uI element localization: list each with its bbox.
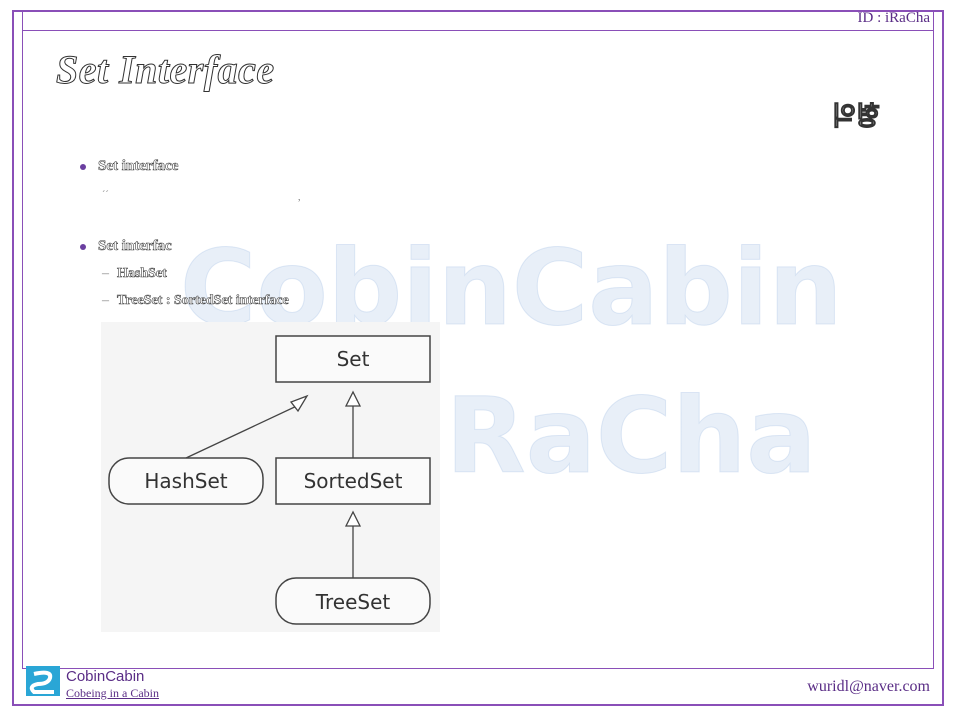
node-treeset: TreeSet <box>275 577 431 625</box>
node-set: Set <box>275 335 431 383</box>
frame-line-right <box>933 10 934 668</box>
bullet-text: Set interfac <box>98 238 172 255</box>
node-set-box <box>275 335 431 383</box>
node-hashset-label: HashSet <box>144 469 227 493</box>
id-label: ID : iRaCha <box>857 10 931 26</box>
frame-line-bottom <box>22 668 934 669</box>
frame-line-left <box>22 10 23 668</box>
bullet-text: Set interface <box>98 158 179 175</box>
diagram-svg: Set SortedSet HashSet TreeSet <box>108 335 431 625</box>
slide-frame <box>12 10 944 706</box>
node-sortedset-label: SortedSet <box>304 469 403 493</box>
footer-email: wuridl@naver.com <box>807 678 930 695</box>
node-sortedset: SortedSet <box>275 457 431 505</box>
brand-tagline: Cobeing in a Cabin <box>66 686 159 700</box>
node-treeset-label: TreeSet <box>315 590 391 614</box>
sub-bullet-item: –TreeSet : SortedSet interface <box>102 293 289 309</box>
class-hierarchy-diagram: Set SortedSet HashSet TreeSet <box>101 322 440 632</box>
bullet-item: Set interface <box>80 158 179 175</box>
slide-author: 형익 <box>832 102 881 133</box>
sub-bullet-text: HashSet <box>117 266 167 282</box>
arrow-treeset-to-sortedset <box>344 510 362 578</box>
bullet-faint-text: , <box>298 192 301 203</box>
sub-bullet-item: –HashSet <box>102 266 167 282</box>
bullet-dot-icon <box>80 163 86 170</box>
cobincabin-logo-icon <box>24 664 62 698</box>
bullet-faint-text: ´´ <box>102 190 109 201</box>
slide-title: Set Interface <box>56 47 275 93</box>
bullet-item: Set interfac <box>80 238 172 255</box>
sub-bullet-text: TreeSet : SortedSet interface <box>117 293 289 309</box>
brand-name: CobinCabin <box>66 668 145 685</box>
bullet-dot-icon <box>80 243 86 250</box>
dash-icon: – <box>102 266 109 281</box>
frame-line-top <box>22 30 934 31</box>
node-sortedset-box <box>275 457 431 505</box>
arrow-hashset-to-set <box>185 394 309 459</box>
node-set-label: Set <box>337 347 370 371</box>
node-hashset: HashSet <box>108 457 264 505</box>
arrow-sortedset-to-set <box>344 390 362 458</box>
dash-icon: – <box>102 293 109 308</box>
